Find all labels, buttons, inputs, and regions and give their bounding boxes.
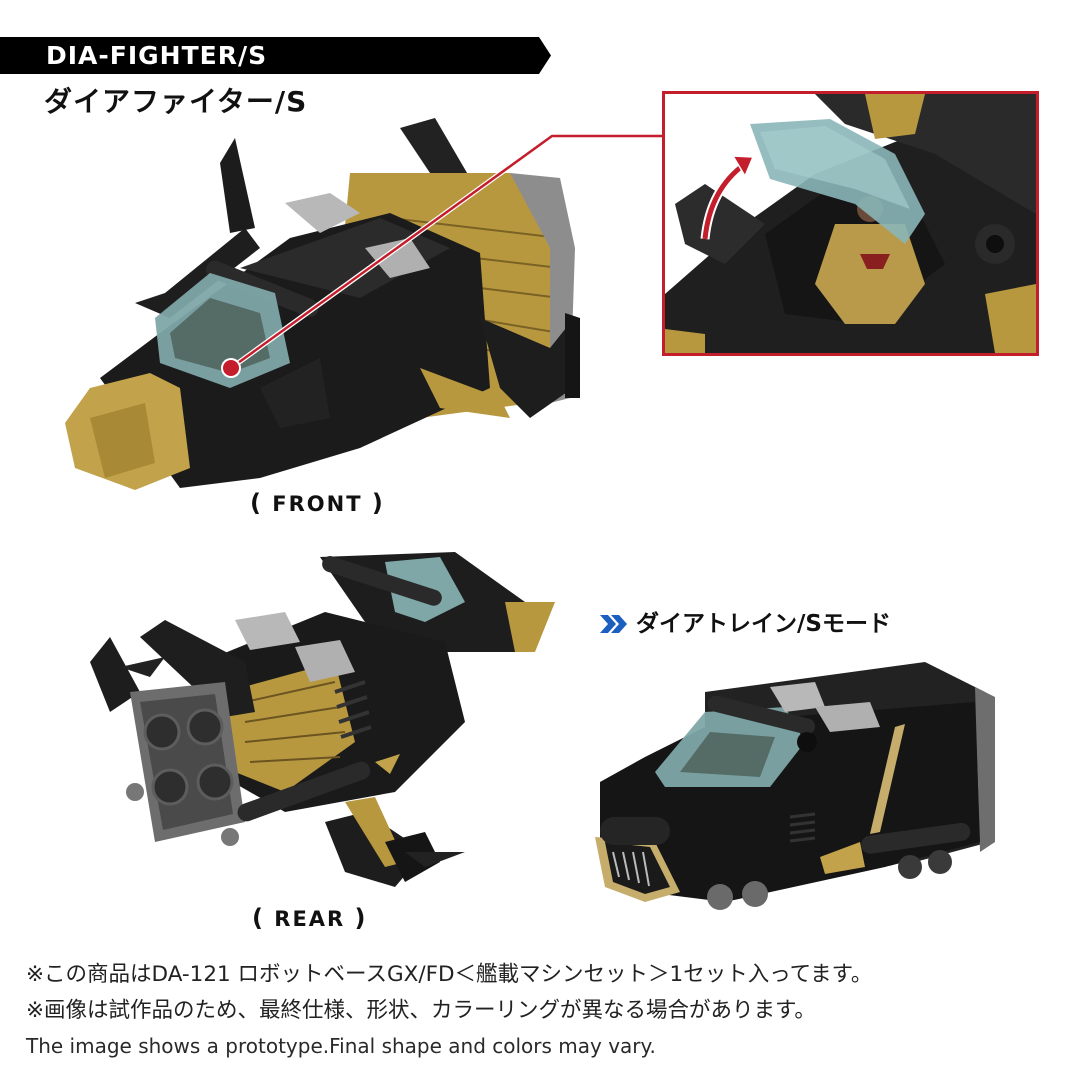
banner-title: DIA-FIGHTER/S: [46, 41, 268, 70]
open-direction-arrow: [702, 161, 747, 240]
note-prototype-en: The image shows a prototype.Final shape …: [26, 1034, 656, 1058]
banner-arrow-shape: [0, 37, 551, 74]
front-view-label: ( FRONT ): [250, 490, 385, 517]
double-chevron-right-icon: [600, 615, 627, 633]
label-paren-open: (: [252, 904, 265, 932]
cockpit-closeup-inset: [662, 91, 1039, 356]
label-text: REAR: [272, 907, 348, 931]
train-mode-heading: ダイアトレイン/Sモード: [600, 608, 891, 640]
train-mode-title: ダイアトレイン/Sモード: [636, 611, 891, 637]
label-paren-close: ): [371, 489, 385, 517]
front-view-photo: [60, 118, 600, 498]
rear-view-photo: [65, 542, 555, 907]
label-paren-open: (: [250, 489, 263, 517]
label-text: FRONT: [270, 492, 365, 516]
label-paren-close: ): [354, 904, 368, 932]
product-name-jp: ダイアファイター/S: [44, 85, 308, 118]
header-banner: DIA-FIGHTER/S: [0, 37, 551, 74]
train-mode-photo: [585, 662, 1000, 912]
rear-view-label: ( REAR ): [252, 905, 368, 932]
note-prototype-jp: ※画像は試作品のため、最終仕様、形状、カラーリングが異なる場合があります。: [26, 998, 816, 1023]
disclaimer-notes: ※この商品はDA-121 ロボットベースGX/FD＜艦載マシンセット＞1セット入…: [26, 957, 1066, 1063]
note-set-contents: ※この商品はDA-121 ロボットベースGX/FD＜艦載マシンセット＞1セット入…: [26, 962, 873, 987]
